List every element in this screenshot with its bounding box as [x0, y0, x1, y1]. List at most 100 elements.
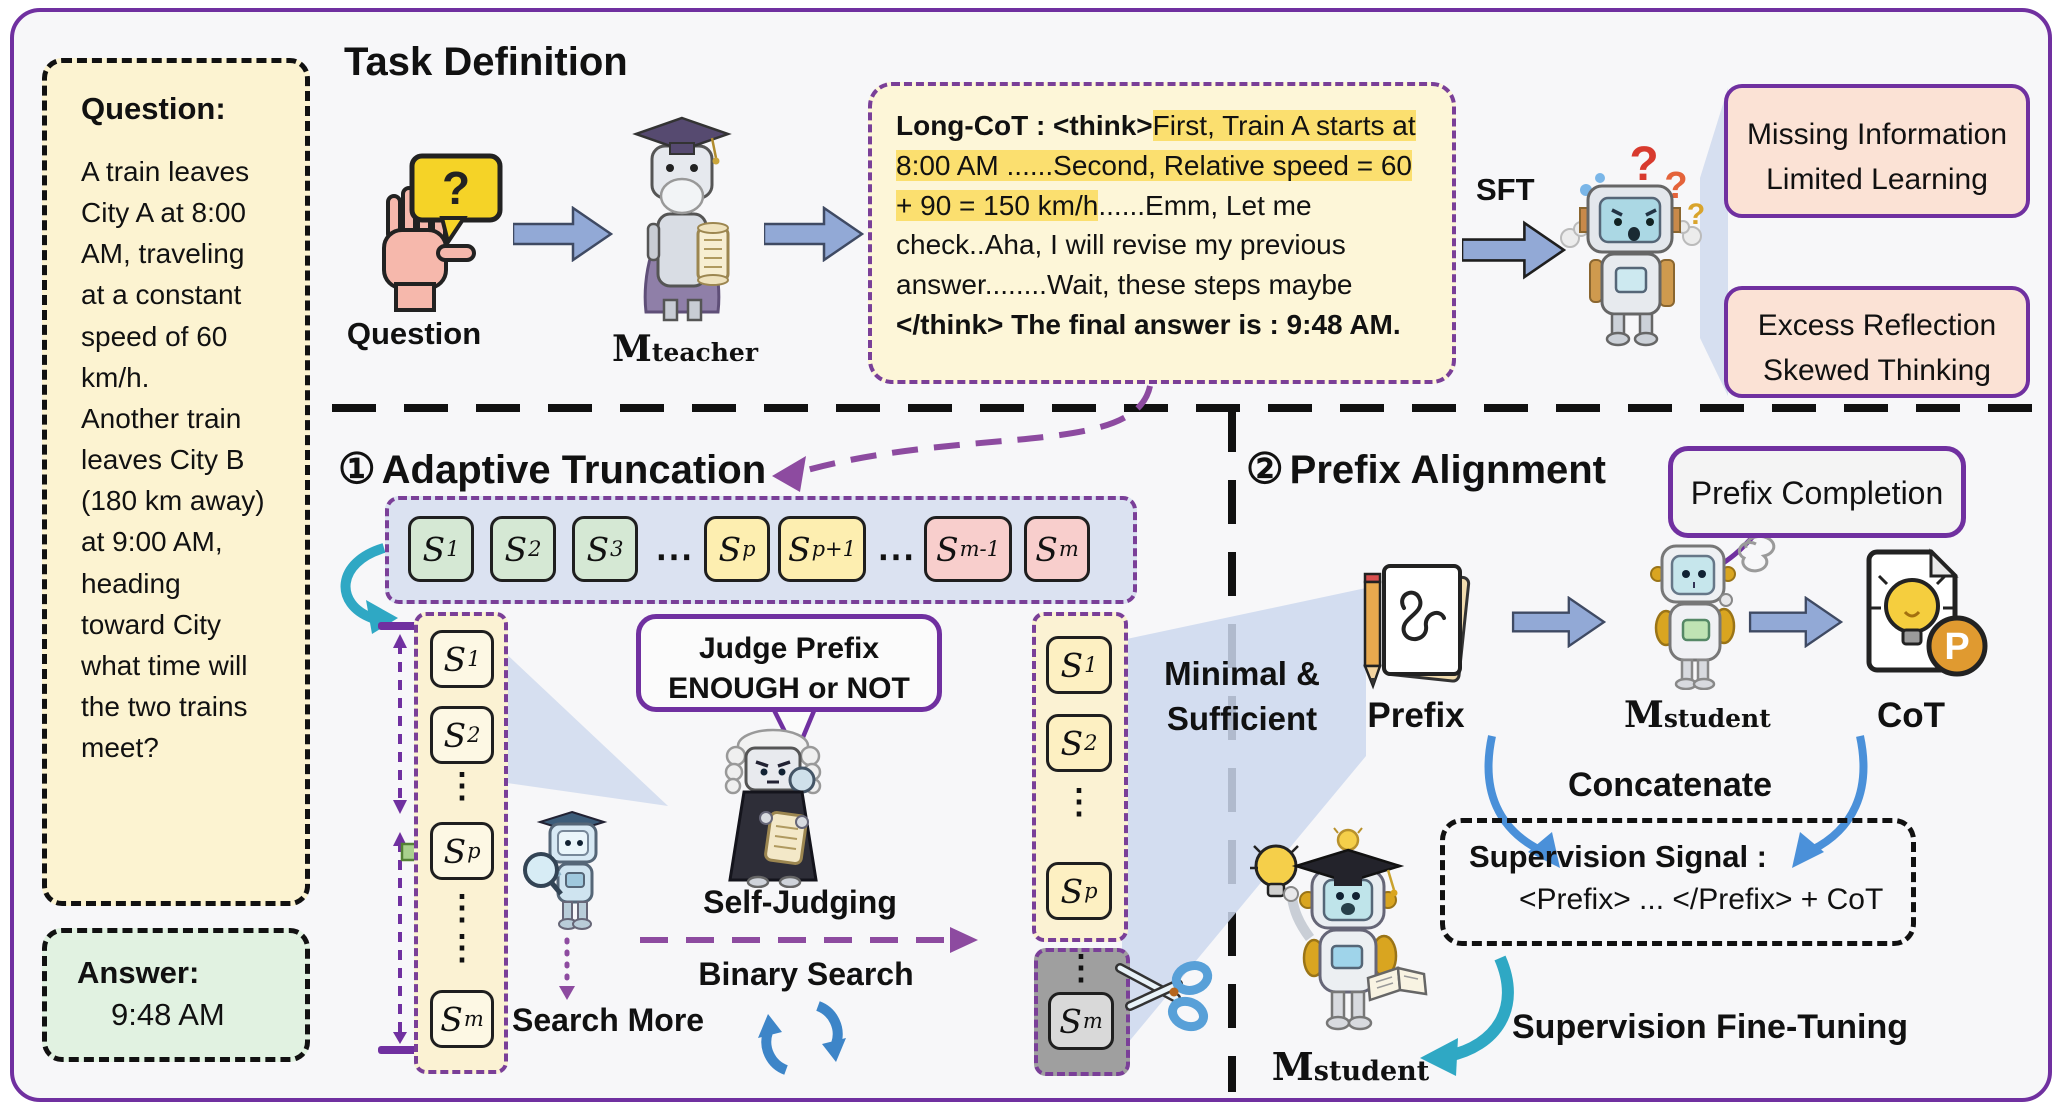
student-label-sub: student: [1663, 704, 1771, 733]
prefix-icon: [1363, 564, 1471, 690]
student2-label-sub: student: [1313, 1056, 1430, 1087]
section-1-number: ①: [338, 445, 376, 492]
search-more-arrow: [559, 937, 575, 1000]
student2-label: Mstudent: [1268, 1044, 1433, 1089]
strip-to-column-arrow: [340, 543, 398, 634]
student-robot: [1650, 544, 1736, 690]
scissors-icon: [1115, 961, 1213, 1032]
question-icon-label: Question: [346, 316, 482, 351]
strip-ellipsis-1: ⋯: [655, 536, 693, 578]
arrow-prefix-to-student: [1511, 596, 1607, 648]
teacher-label-sub: teacher: [651, 338, 758, 367]
prefix-label: Prefix: [1367, 696, 1465, 735]
issue-2-line1: Excess Reflection: [1757, 309, 1997, 342]
long-cot-close: </think> The final answer is : 9:48 AM.: [896, 308, 1401, 340]
long-cot-open: Long-CoT : <think>: [896, 110, 1153, 141]
issues-beam: [1700, 88, 1728, 396]
cot-icon: P: [1866, 548, 1988, 677]
arrow-student-to-cot: [1748, 596, 1844, 648]
minimal-line: Minimal &: [1164, 655, 1320, 692]
truncated-dots: ⋮: [1064, 949, 1098, 987]
question-panel: Question: A train leaves City A at 8:00 …: [42, 58, 310, 906]
search-robot: [523, 810, 608, 930]
teacher-robot: [632, 116, 732, 322]
issue-1-line1: Missing Information: [1746, 118, 2008, 151]
question-title: Question:: [81, 91, 226, 126]
arrow-sft: [1462, 220, 1566, 280]
finetune-arrow: [1420, 955, 1514, 1076]
supervision-title: Supervision Signal :: [1469, 839, 1767, 874]
minimal-sufficient-beam: [1122, 588, 1366, 1050]
cot-label: CoT: [1876, 696, 1946, 735]
student2-label-main: M: [1271, 1044, 1314, 1089]
concatenate-arrows: [1484, 735, 1868, 868]
self-judging-label: Self-Judging: [703, 884, 897, 920]
answer-title: Answer:: [77, 955, 200, 990]
student-graduate-robot: [1250, 827, 1428, 1031]
supervision-body: <Prefix> ... </Prefix> + CoT: [1519, 883, 1884, 916]
concatenate-label: Concatenate: [1567, 766, 1773, 804]
confused-robot: ? ? ?: [1560, 138, 1705, 347]
loop-icon: [758, 1001, 846, 1075]
issue-box-1: Missing Information Limited Learning: [1724, 84, 2030, 218]
arrow-question-to-teacher: [513, 206, 613, 262]
supervision-signal-box: Supervision Signal : <Prefix> ... </Pref…: [1440, 818, 1916, 946]
cot-to-strip-arrow: [772, 385, 1153, 492]
binary-search-arrow: [640, 927, 978, 953]
svg-text:P: P: [1944, 626, 1969, 668]
long-cot-box: Long-CoT : <think>First, Train A starts …: [868, 82, 1456, 384]
finetune-label: Supervision Fine-Tuning: [1512, 1008, 1909, 1046]
question-hand-icon: ?: [382, 153, 503, 312]
teacher-label-main: M: [612, 328, 652, 370]
arrow-teacher-to-cot: [764, 206, 864, 262]
sft-label: SFT: [1476, 172, 1535, 207]
issue-1-line2: Limited Learning: [1766, 163, 1988, 196]
student-label: Mstudent: [1624, 694, 1771, 736]
svg-text:?: ?: [1687, 198, 1705, 231]
long-cot-middle: ......Emm, Let me check..Aha, I will rev…: [896, 189, 1353, 301]
issue-box-2: Excess Reflection Skewed Thinking: [1724, 286, 2030, 398]
sufficient-line: Sufficient: [1166, 699, 1318, 737]
issue-2-line2: Skewed Thinking: [1763, 354, 1991, 387]
prefix-completion-bubble: Prefix Completion: [1668, 446, 1966, 538]
search-more-label: Search More: [512, 1002, 705, 1038]
binary-search-label: Binary Search: [698, 956, 914, 992]
question-body: A train leaves City A at 8:00 AM, travel…: [81, 156, 265, 764]
left-col-dots-1: ⋮: [445, 767, 479, 805]
answer-panel: Answer: 9:48 AM: [42, 928, 310, 1062]
left-col-dots-2: ⋮: [445, 889, 479, 927]
right-col-dots: ⋮: [1062, 783, 1096, 821]
student-label-main: M: [1624, 694, 1664, 736]
task-definition-title: Task Definition: [344, 40, 628, 84]
section-1-title-text: Adaptive Truncation: [381, 448, 767, 492]
judge-bubble: Judge Prefix ENOUGH or NOT: [636, 614, 942, 712]
column-to-judge-beam: [500, 648, 668, 806]
minimal-sufficient-label: Minimal & Sufficient: [1142, 652, 1342, 741]
judge-robot: [724, 728, 822, 888]
svg-text:?: ?: [442, 162, 470, 214]
judge-bubble-line1: Judge Prefix: [698, 632, 880, 665]
teacher-label: Mteacher: [612, 328, 758, 370]
answer-value: 9:48 AM: [111, 997, 225, 1032]
judge-bubble-line2: ENOUGH or NOT: [668, 671, 910, 705]
left-col-dots-3: ⋮: [445, 929, 479, 967]
section-2-title-text: Prefix Alignment: [1289, 448, 1607, 492]
svg-text:?: ?: [1629, 138, 1658, 191]
